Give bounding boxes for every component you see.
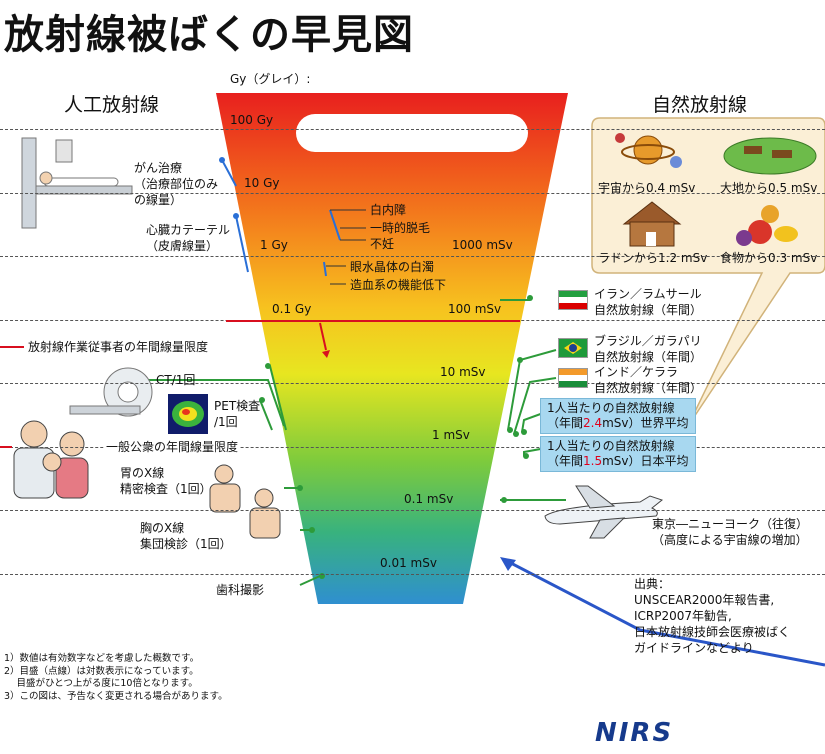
- label-cancer-treatment: がん治療（治療部位のみの線量）: [134, 161, 219, 207]
- scale-100msv: 100 mSv: [448, 302, 502, 316]
- scale-line-10gy: [0, 193, 825, 194]
- label-chest-xray: 胸のX線集団検診（1回）: [140, 521, 232, 551]
- scale-line-01msv: [0, 510, 825, 511]
- public-limit-line-left: [0, 446, 12, 448]
- label-flight: 東京―ニューヨーク（往復）（高度による宇宙線の増加）: [652, 517, 809, 547]
- effect-hair-loss: 一時的脱毛: [370, 221, 431, 235]
- xray-patients-illustration: [209, 464, 281, 539]
- scale-line-1gy: [0, 256, 825, 257]
- scale-1gy: 1 Gy: [260, 238, 288, 252]
- label-stomach-xray: 胃のX線精密検査（1回）: [120, 466, 212, 496]
- iran-flag-icon: [558, 290, 588, 310]
- house-icon: [622, 201, 682, 247]
- source-citation: 出典：UNSCEAR2000年報告書,ICRP2007年勧告,日本放射線技師会医…: [634, 577, 791, 655]
- world-average-box: 1人当たりの自然放射線 （年間2.4mSv）世界平均: [540, 398, 696, 434]
- scale-1000msv: 1000 mSv: [452, 238, 513, 252]
- label-cardiac-catheter: 心臓カテーテル（皮膚線量）: [146, 223, 231, 253]
- pet-scan-image: [168, 394, 208, 434]
- scale-line-100gy: [0, 129, 825, 130]
- funnel-white-label: [296, 114, 528, 152]
- label-food: 食物から0.3 mSv: [720, 251, 818, 265]
- label-cosmic: 宇宙から0.4 mSv: [598, 181, 696, 195]
- treatment-bed-illustration: [21, 137, 133, 229]
- label-india: インド／ケララ自然放射線（年間）: [594, 365, 703, 395]
- scale-10gy: 10 Gy: [244, 176, 280, 190]
- unit-label: Gy（グレイ）:: [230, 72, 311, 86]
- food-icon: [736, 205, 798, 246]
- scale-10msv: 10 mSv: [440, 365, 486, 379]
- natural-sources-balloon: [591, 117, 825, 427]
- scale-01gy: 0.1 Gy: [272, 302, 312, 316]
- earth-horses-icon: [723, 137, 817, 175]
- scale-line-001msv: [0, 574, 825, 575]
- effect-sterility: 不妊: [370, 237, 395, 251]
- scale-01msv: 0.1 mSv: [404, 492, 454, 506]
- effect-cataract: 白内障: [370, 203, 407, 217]
- label-worker-limit: 放射線作業従事者の年間線量限度: [28, 340, 209, 354]
- label-brazil: ブラジル／ガラパリ自然放射線（年間）: [594, 334, 703, 364]
- page-title: 放射線被ばくの早見図: [4, 12, 414, 58]
- label-earth: 大地から0.5 mSv: [720, 181, 818, 195]
- label-dental: 歯科撮影: [216, 583, 265, 597]
- planet-icon: [615, 133, 682, 168]
- airplane-illustration: [544, 485, 664, 539]
- effect-hematopoietic: 造血系の機能低下: [350, 278, 447, 292]
- footnotes: 1）数値は有効数字などを考慮した概数です。2）目盛（点線）は対数表示になっていま…: [4, 653, 228, 702]
- india-flag-icon: [558, 368, 588, 388]
- brazil-flag-icon: [558, 338, 588, 358]
- scale-line-1msv: [0, 447, 825, 448]
- japan-average-box: 1人当たりの自然放射線 （年間1.5mSv）日本平均: [540, 436, 696, 472]
- scale-001msv: 0.01 mSv: [380, 556, 437, 570]
- artificial-header: 人工放射線: [64, 94, 160, 116]
- label-public-limit: 一般公衆の年間線量限度: [104, 439, 241, 455]
- family-illustration: [13, 420, 89, 499]
- worker-limit-line: [226, 320, 520, 322]
- label-pet: PET検査/1回: [214, 399, 261, 429]
- ct-scanner-illustration: [69, 367, 153, 417]
- label-ct: CT/1回: [156, 373, 196, 387]
- dose-funnel: [216, 93, 568, 604]
- label-radon: ラドンから1.2 mSv: [598, 251, 708, 265]
- label-iran: イラン／ラムサール自然放射線（年間）: [594, 287, 703, 317]
- nirs-logo: NIRS: [595, 718, 674, 748]
- effect-lens-opacity: 眼水晶体の白濁: [350, 260, 435, 274]
- scale-1msv: 1 mSv: [432, 428, 470, 442]
- scale-100gy: 100 Gy: [230, 113, 274, 127]
- natural-header: 自然放射線: [652, 94, 748, 116]
- worker-limit-line-left: [0, 346, 24, 348]
- scale-line-10msv: [0, 383, 825, 384]
